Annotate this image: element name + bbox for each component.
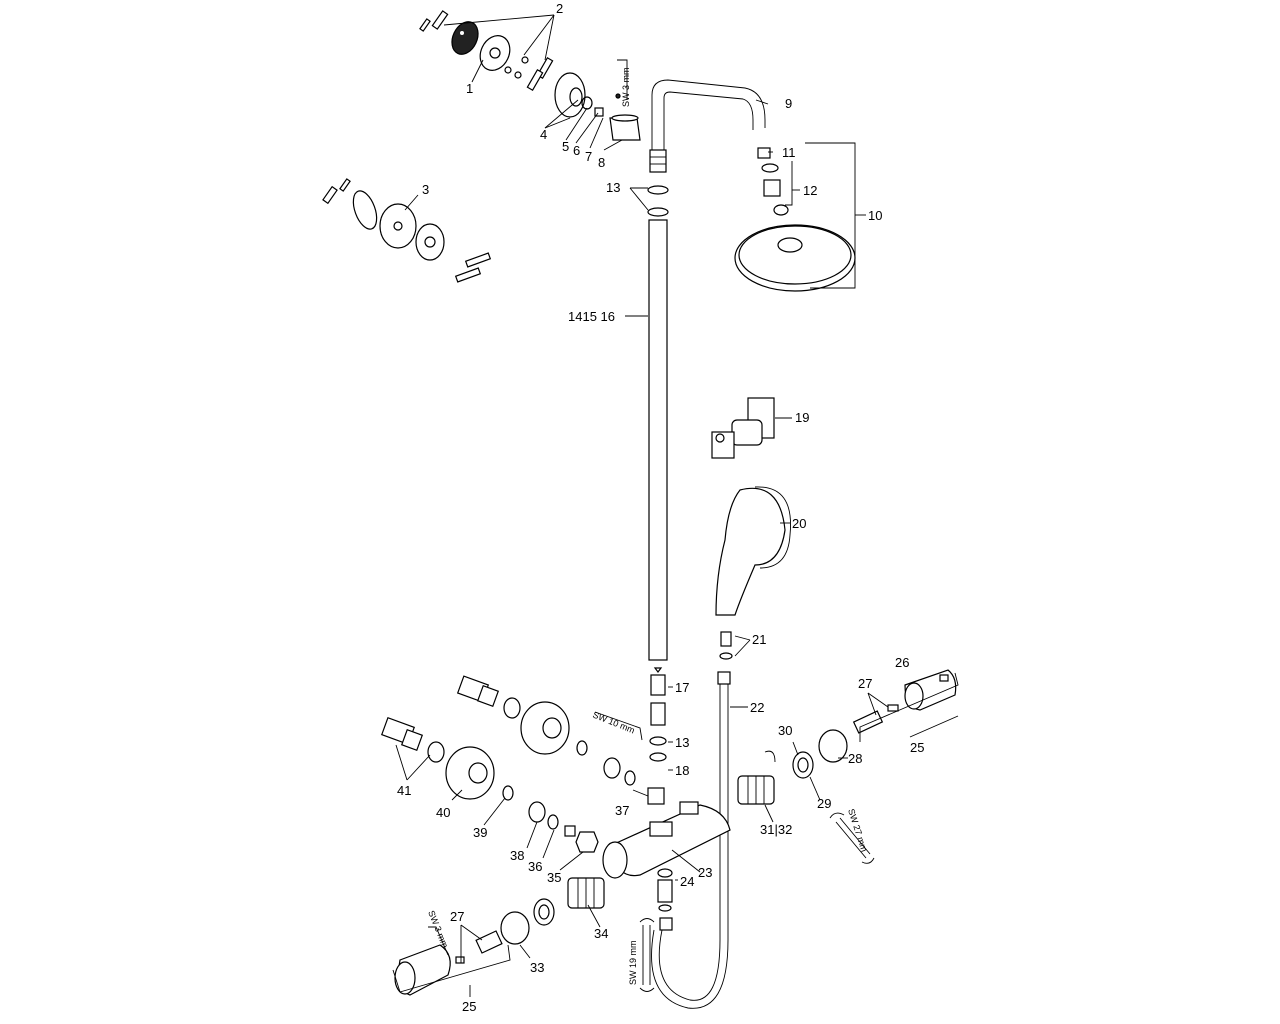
- callout-35: 35: [547, 870, 561, 885]
- callout-25-right: 25: [910, 740, 924, 755]
- callout-30: 30: [778, 723, 792, 738]
- left-connections: [380, 675, 665, 853]
- shower-hose: [651, 671, 731, 1009]
- handle-right: [737, 669, 957, 805]
- hand-shower: [715, 486, 792, 616]
- callout-25-left: 25: [462, 999, 476, 1014]
- callout-8: 8: [598, 155, 605, 170]
- sw10-label: SW 10 mm: [591, 710, 636, 736]
- sw19-label: SW 19 mm: [628, 940, 638, 985]
- sw3-top-label: SW 3 mm: [621, 68, 631, 108]
- callout-34: 34: [594, 926, 608, 941]
- callout-20: 20: [792, 516, 806, 531]
- flange-4: [554, 72, 586, 118]
- callout-37: 37: [615, 803, 629, 818]
- callout-1: 1: [466, 81, 473, 96]
- callout-36: 36: [528, 859, 542, 874]
- callout-23: 23: [698, 865, 712, 880]
- leader-lines: [392, 14, 959, 997]
- callout-9: 9: [785, 96, 792, 111]
- callout-22: 22: [750, 700, 764, 715]
- shower-rail: [647, 185, 669, 661]
- wall-mount-mid: [322, 178, 492, 283]
- callout-7: 7: [585, 149, 592, 164]
- cartridge-34: [567, 877, 605, 909]
- callout-27-left: 27: [450, 909, 464, 924]
- part-24: [657, 868, 673, 931]
- callout-18: 18: [675, 763, 689, 778]
- callout-21: 21: [752, 632, 766, 647]
- hex-key-sw3-top: [615, 59, 628, 100]
- callout-31-32: 31|32: [760, 822, 792, 837]
- callout-14-15-16: 1415 16: [568, 309, 615, 324]
- hex-key-sw3-bottom: [428, 926, 449, 956]
- callout-13-top: 13: [606, 180, 620, 195]
- callout-5: 5: [562, 139, 569, 154]
- sw3-bottom-label: SW 3 mm: [426, 909, 450, 949]
- tube-8: [609, 114, 641, 141]
- thermostat-body: [602, 801, 731, 879]
- callout-3: 3: [422, 182, 429, 197]
- callout-33: 33: [530, 960, 544, 975]
- wrench-sw27: [829, 812, 875, 864]
- callout-17: 17: [675, 680, 689, 695]
- part-21: [719, 631, 733, 660]
- callout-2: 2: [556, 1, 563, 16]
- sw27-label: SW 27 mm: [846, 808, 869, 853]
- callout-6: 6: [573, 143, 580, 158]
- overhead-shower: [734, 147, 856, 292]
- callout-10: 10: [868, 208, 882, 223]
- callout-38: 38: [510, 848, 524, 863]
- hex-key-sw10: [594, 711, 643, 741]
- callout-24: 24: [680, 874, 694, 889]
- handle-left: [394, 898, 555, 996]
- callout-11: 11: [782, 145, 796, 160]
- callout-40: 40: [436, 805, 450, 820]
- shower-arm: [649, 79, 766, 173]
- callout-27-right: 27: [858, 676, 872, 691]
- wall-mount-top: [419, 10, 554, 91]
- callout-4: 4: [540, 127, 547, 142]
- wrench-sw19: [639, 918, 655, 992]
- slider-holder: [711, 397, 775, 459]
- callout-labels: 2 1 3 4 5 6 7 8 9 10 11 12 13 13 1415 16…: [397, 1, 924, 1014]
- callout-39: 39: [473, 825, 487, 840]
- callout-41: 41: [397, 783, 411, 798]
- callout-28: 28: [848, 751, 862, 766]
- rail-fittings: [649, 667, 667, 762]
- callout-12: 12: [803, 183, 817, 198]
- callout-26: 26: [895, 655, 909, 670]
- callout-29: 29: [817, 796, 831, 811]
- small-parts-5-6-7: [581, 96, 604, 117]
- callout-13-bottom: 13: [675, 735, 689, 750]
- callout-19: 19: [795, 410, 809, 425]
